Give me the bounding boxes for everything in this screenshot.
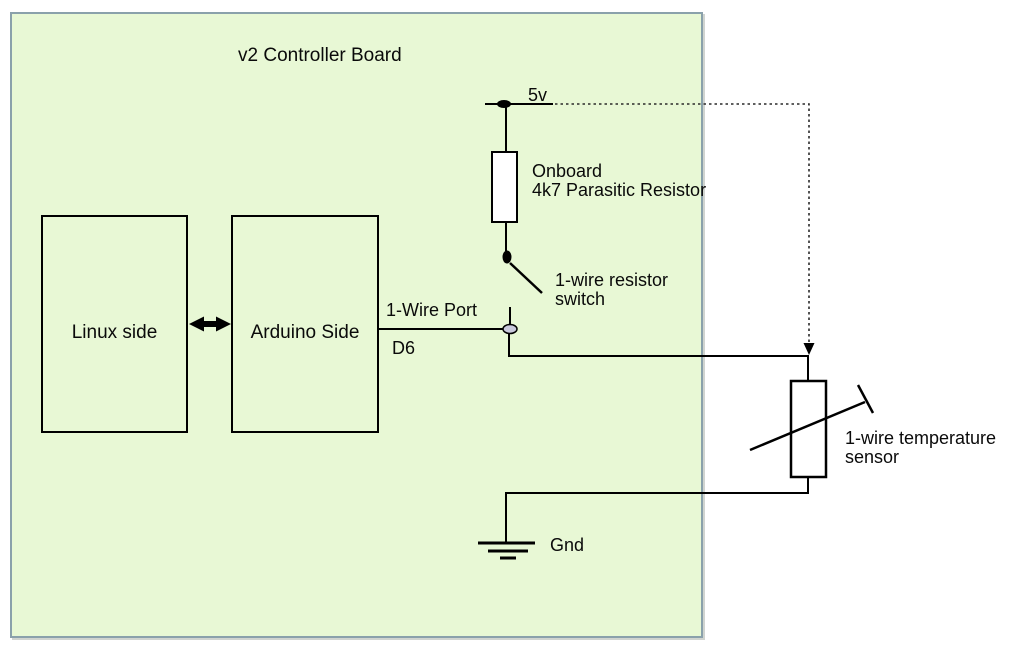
switch-label-line2: switch xyxy=(555,289,606,309)
one-wire-port-label: 1-Wire Port xyxy=(386,300,478,320)
port-to-sensor-wire xyxy=(508,333,809,381)
thermistor-diagonal-line xyxy=(749,400,866,452)
sensor-to-ground-wire xyxy=(505,477,809,542)
switch-label-line1: 1-wire resistor xyxy=(555,270,669,290)
ground-symbol xyxy=(478,541,535,560)
controller-board-outline xyxy=(10,12,703,638)
pin-d6-label: D6 xyxy=(392,338,416,358)
sensor-label-line1: 1-wire temperature xyxy=(845,428,997,448)
arduino-side-label: Arduino Side xyxy=(250,322,360,343)
switch-pivot-dot xyxy=(502,250,512,264)
power-5v-label: 5v xyxy=(528,85,548,105)
arduino-side-block: Arduino Side xyxy=(231,215,379,433)
linux-side-label: Linux side xyxy=(71,322,158,343)
one-wire-port-node xyxy=(502,323,518,335)
linux-side-block: Linux side xyxy=(41,215,188,433)
temperature-sensor-label: 1-wire temperature sensor xyxy=(845,429,996,467)
resistor-label-line2: 4k7 Parasitic Resistor xyxy=(532,180,707,200)
sensor-label-line2: sensor xyxy=(845,447,900,467)
board-title: v2 Controller Board xyxy=(238,45,402,66)
resistor-symbol xyxy=(491,151,518,223)
resistor-label-line1: Onboard xyxy=(532,161,603,181)
dotted-wire-arrowhead-icon xyxy=(803,343,815,355)
resistor-switch-label: 1-wire resistor switch xyxy=(555,271,668,309)
parasitic-power-dotted-wire xyxy=(555,103,810,344)
ground-label: Gnd xyxy=(550,535,585,555)
bidirectional-arrow-icon xyxy=(189,316,231,332)
resistor-label: Onboard 4k7 Parasitic Resistor xyxy=(532,162,706,200)
thermistor-bar-line xyxy=(856,384,875,414)
temperature-sensor-symbol xyxy=(789,379,828,479)
switch-lever xyxy=(509,262,543,294)
power-node-dot xyxy=(497,100,511,108)
